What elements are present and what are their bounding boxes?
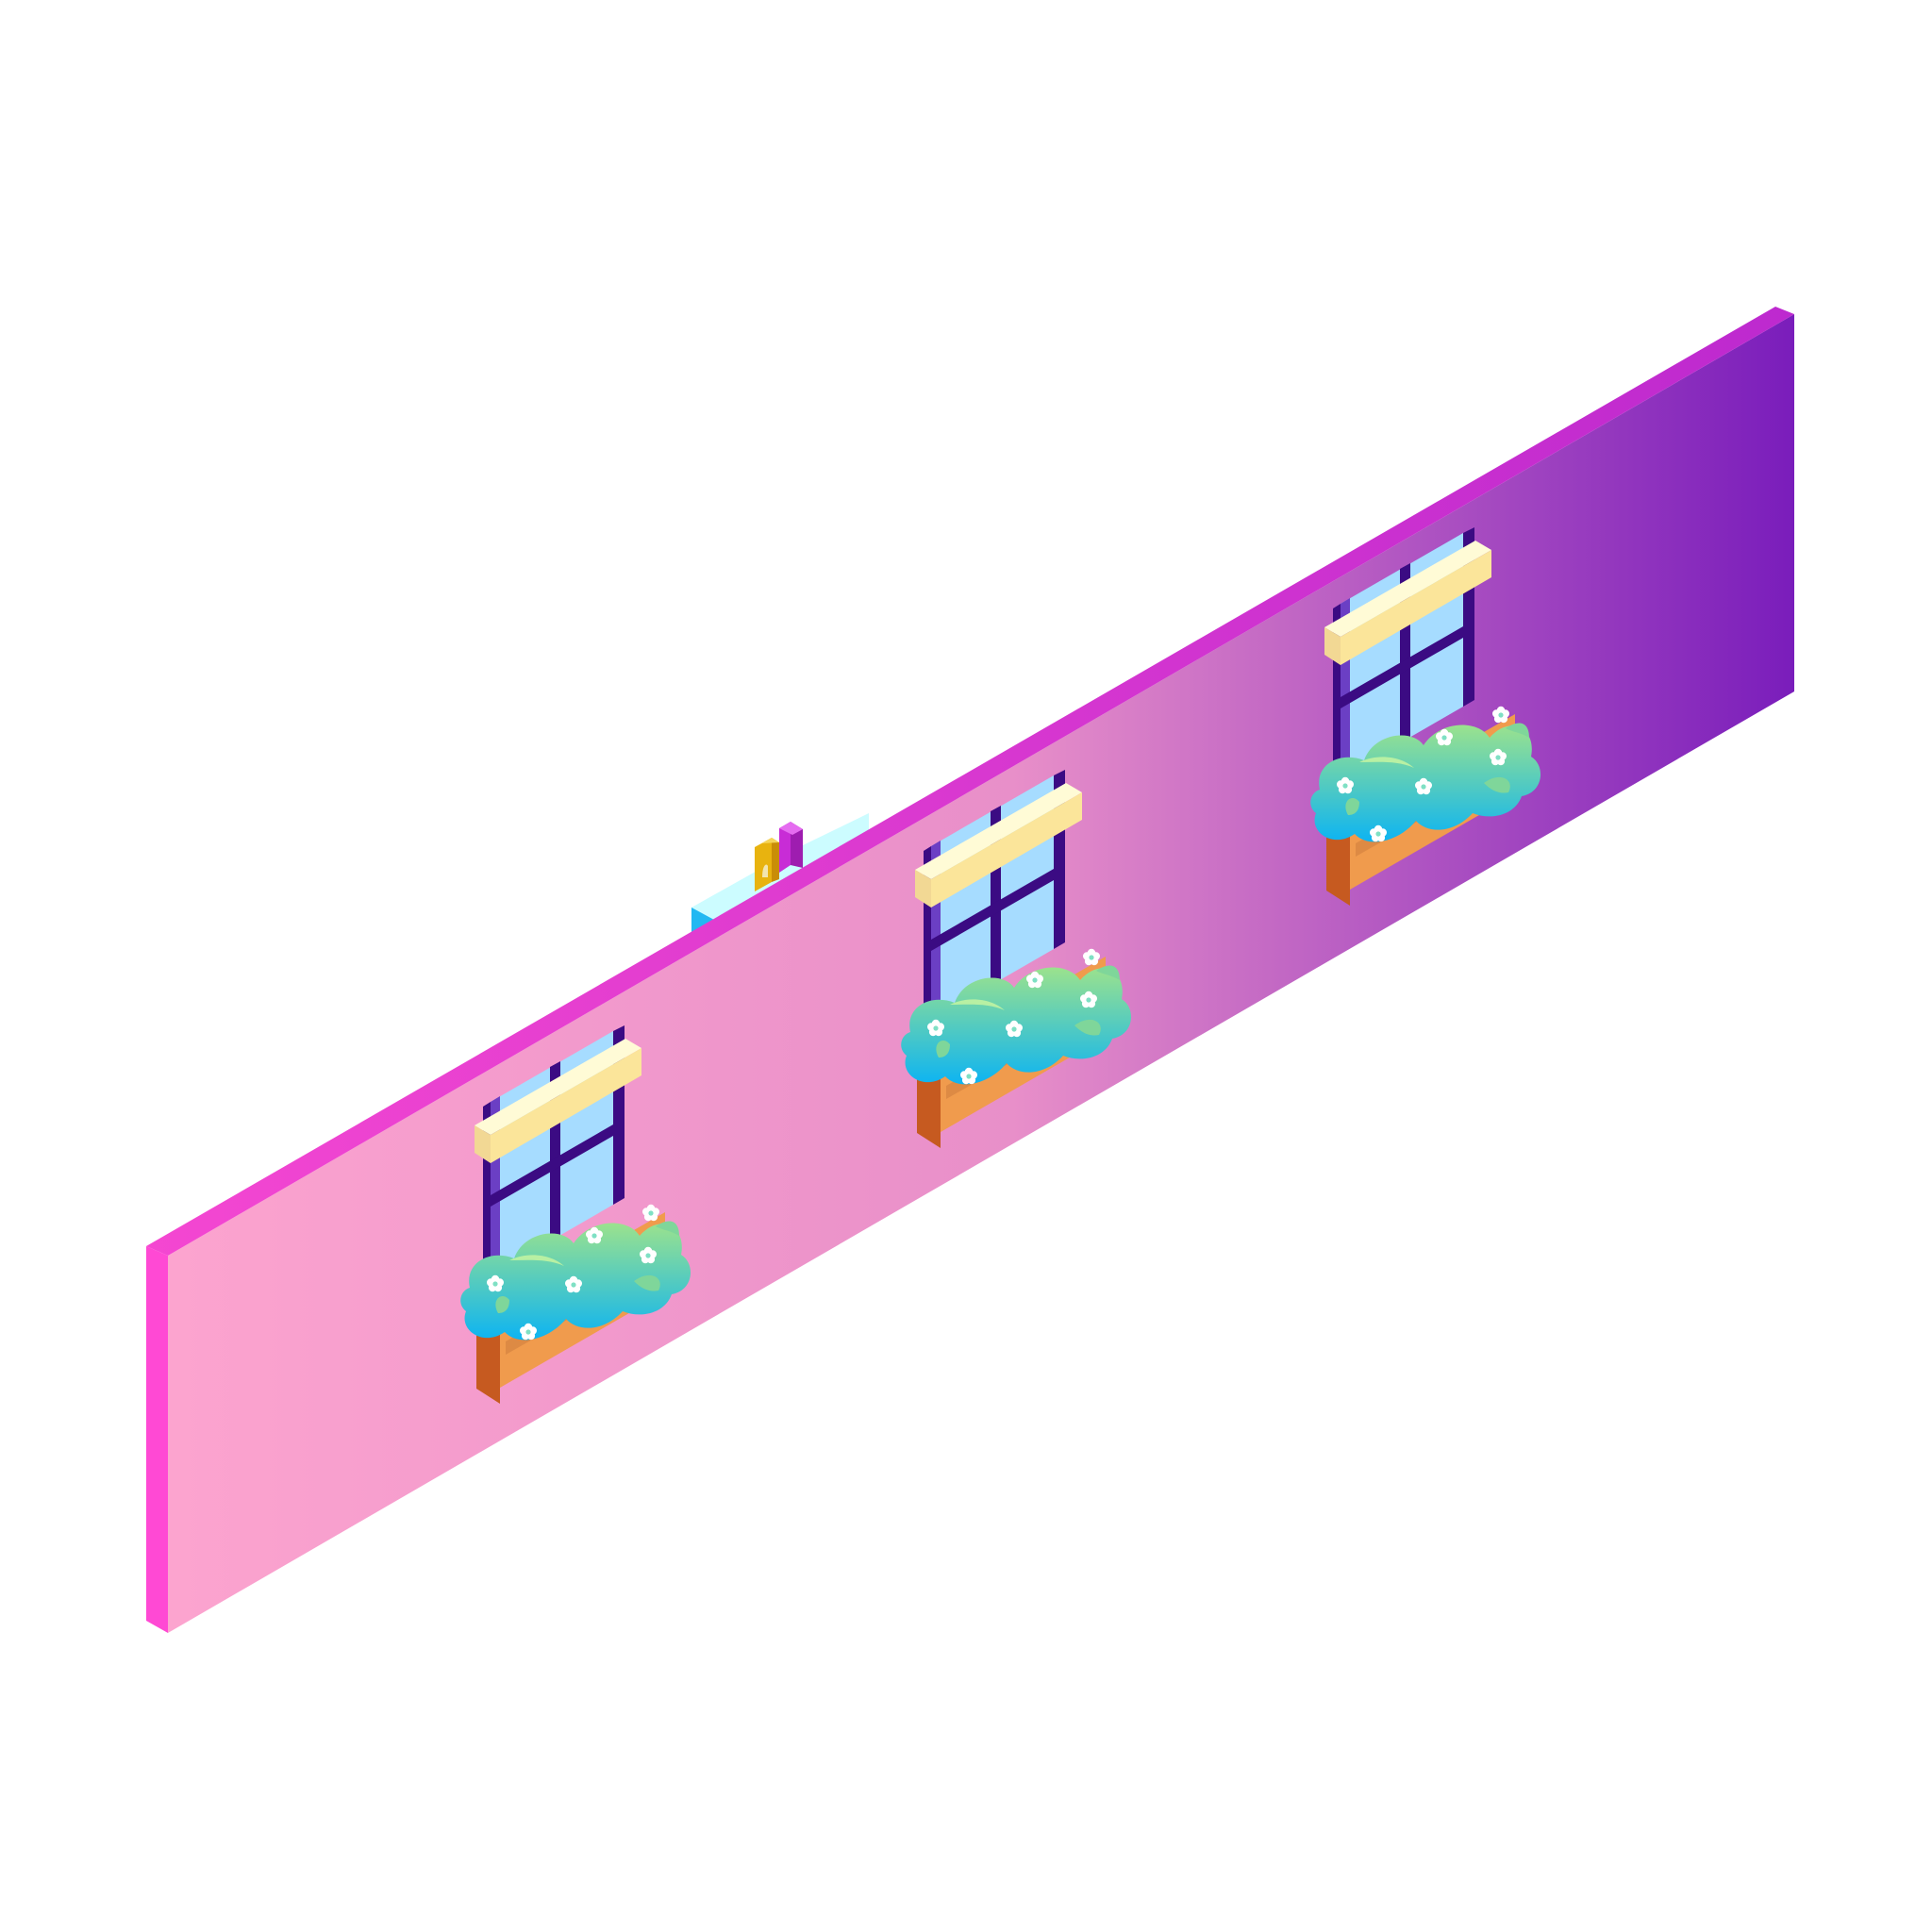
leaf-highlight	[950, 999, 1005, 1010]
planter-side	[1326, 823, 1350, 906]
window-lintel-front	[491, 1048, 641, 1163]
window-lintel-side	[475, 1125, 491, 1163]
window-lintel-top	[475, 1039, 641, 1135]
flower	[927, 1019, 944, 1037]
window-lintel-front	[931, 792, 1082, 908]
shelf-with-books	[691, 813, 869, 934]
leaf	[1484, 776, 1510, 793]
flower	[1436, 728, 1453, 746]
window-mullion-horizontal	[1341, 626, 1463, 708]
leaf	[495, 1295, 509, 1313]
shelf-side	[691, 908, 714, 934]
flower	[586, 1226, 603, 1244]
leaf-tip	[1096, 965, 1120, 980]
leaf	[634, 1274, 660, 1291]
flower	[1415, 777, 1432, 795]
window-lintel-side	[1324, 627, 1341, 665]
leaf-highlight	[1359, 757, 1414, 768]
leaf	[1345, 797, 1359, 815]
leaf	[1074, 1019, 1101, 1036]
flower	[642, 1204, 659, 1222]
window-3	[1310, 527, 1541, 906]
window-2	[901, 770, 1132, 1148]
flower	[1490, 748, 1507, 766]
book-gold	[755, 838, 779, 891]
flower	[1337, 776, 1354, 794]
leaf-tip	[656, 1221, 679, 1236]
flower	[487, 1274, 504, 1292]
flower	[565, 1275, 582, 1293]
leaf	[936, 1040, 950, 1058]
planter-side	[476, 1321, 500, 1404]
window-lintel-front	[1341, 550, 1491, 665]
window-lintel-top	[1324, 541, 1491, 637]
flower	[1492, 706, 1509, 724]
leaf-highlight	[509, 1255, 564, 1266]
wall-top-edge	[146, 307, 1794, 1256]
flower	[1370, 824, 1387, 842]
window-lintel-top	[915, 783, 1082, 879]
flower	[1080, 991, 1097, 1008]
window-1	[460, 1025, 691, 1404]
wall-side	[146, 1246, 168, 1633]
window-lintel-side	[915, 870, 931, 908]
window-mullion-horizontal	[491, 1124, 613, 1207]
book-purple	[779, 822, 803, 873]
flower	[1026, 971, 1043, 989]
planter-side	[917, 1065, 941, 1148]
flower	[960, 1067, 977, 1085]
window-mullion-horizontal	[931, 869, 1054, 951]
flower	[640, 1246, 657, 1264]
flower	[1083, 948, 1100, 966]
leaf-tip	[1506, 723, 1529, 738]
flower	[1006, 1020, 1023, 1038]
flower	[520, 1323, 537, 1341]
